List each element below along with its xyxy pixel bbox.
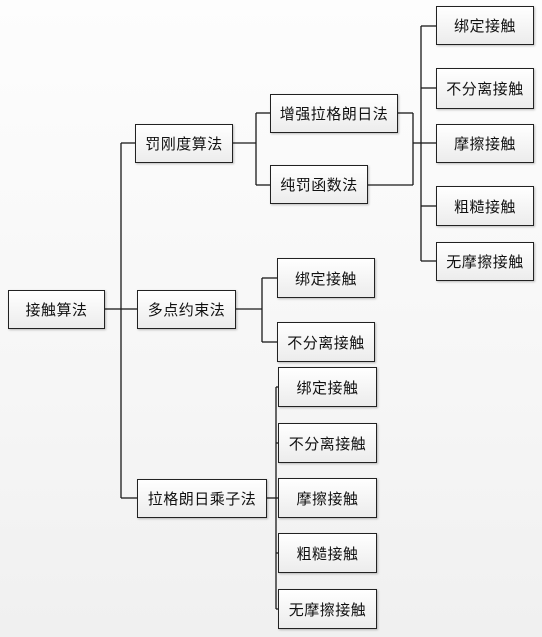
penalty-frictionless-contact-node: 无摩擦接触 [436,242,534,281]
penalty-frictional-contact-node: 摩擦接触 [436,124,534,163]
mpc-no-separation-contact-node: 不分离接触 [277,322,375,362]
lagrange-frictional-contact-node: 摩擦接触 [278,478,377,518]
lagrange-frictionless-contact-node: 无摩擦接触 [278,589,377,629]
lagrange-rough-contact-node: 粗糙接触 [278,533,377,573]
lagrange-multiplier-node: 拉格朗日乘子法 [137,479,267,518]
penalty-no-separation-contact-node: 不分离接触 [436,68,534,109]
penalty-rough-contact-node: 粗糙接触 [436,186,534,226]
penalty-method-node: 罚刚度算法 [135,124,233,163]
mpc-method-node: 多点约束法 [137,290,236,329]
mpc-bonded-contact-node: 绑定接触 [277,258,375,298]
root-node: 接触算法 [8,290,105,329]
pure-penalty-node: 纯罚函数法 [270,165,368,204]
augmented-lagrange-node: 增强拉格朗日法 [270,94,398,133]
lagrange-bonded-contact-node: 绑定接触 [278,367,377,407]
penalty-bonded-contact-node: 绑定接触 [436,6,534,45]
lagrange-no-separation-contact-node: 不分离接触 [278,423,377,463]
